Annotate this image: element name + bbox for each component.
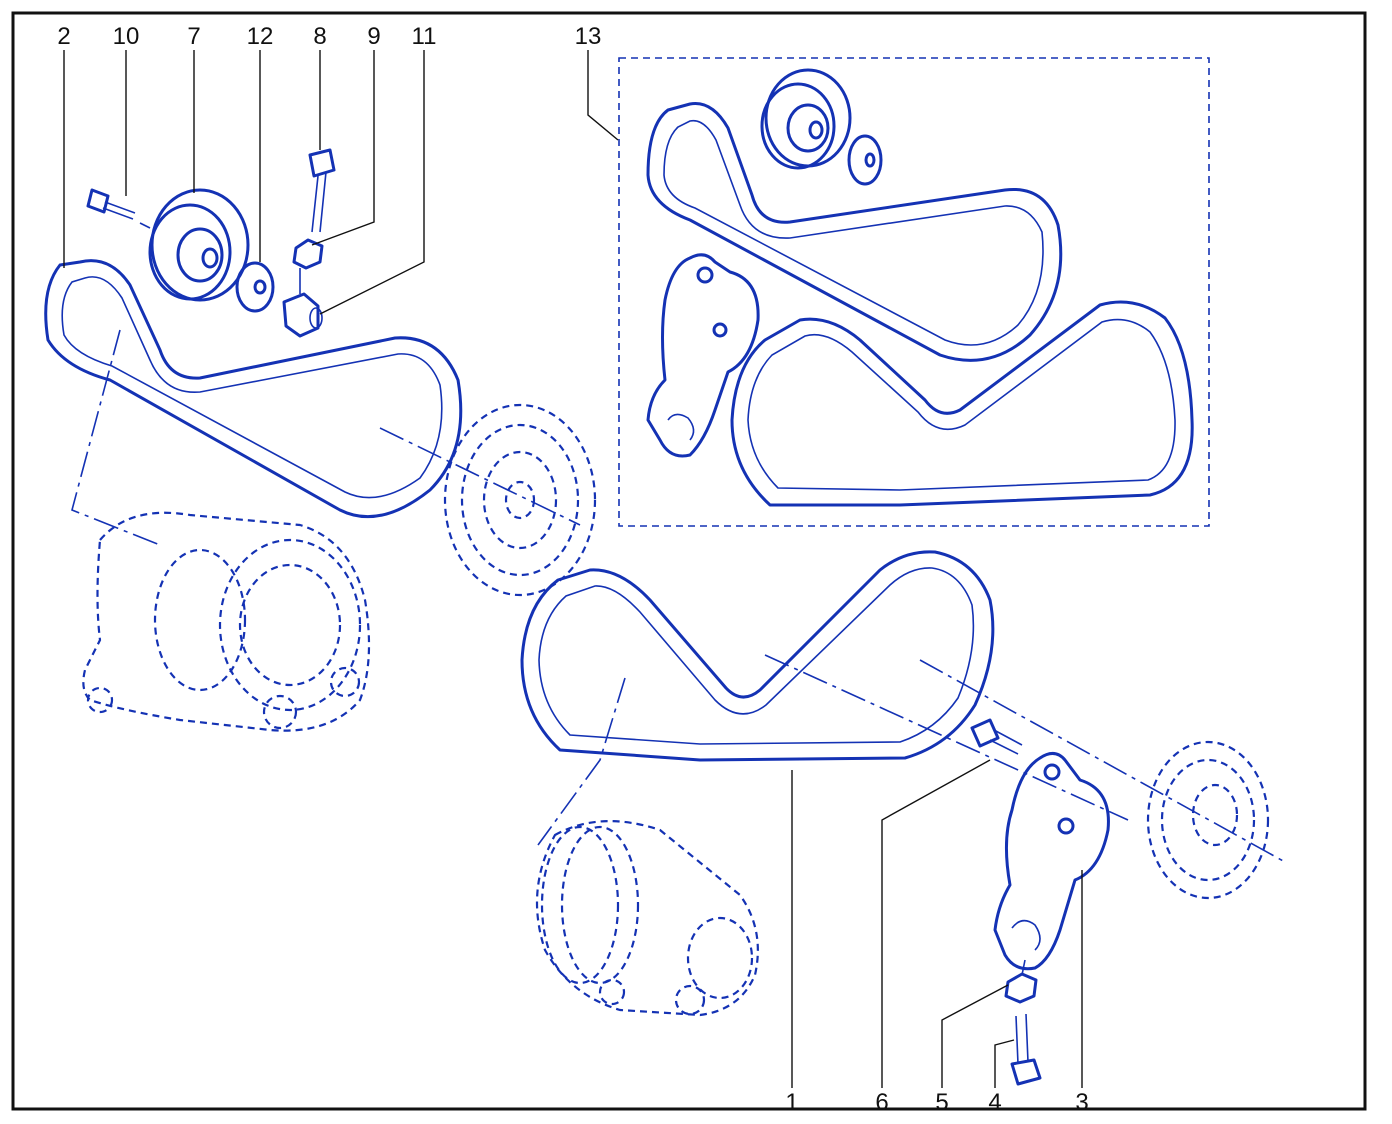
- belt-upper-left: [44, 259, 463, 519]
- axis-bolt-10: [139, 222, 151, 229]
- callout-11: 11: [412, 23, 437, 50]
- axis-tensioner: [764, 654, 1129, 821]
- bolt-8: [308, 148, 336, 233]
- ac-compressor: [535, 820, 759, 1017]
- crank-pulley-left: [443, 403, 597, 597]
- alternator: [82, 511, 371, 732]
- axis-nut-5: [1021, 959, 1026, 976]
- callout-2: 2: [57, 23, 70, 50]
- leader-lines: [63, 50, 1083, 1088]
- kit-tensioner: [646, 253, 760, 458]
- diagram-frame: [11, 11, 1367, 1111]
- axis-crank-left: [379, 427, 581, 526]
- idler-pulley-7: [148, 188, 250, 302]
- belt-1: [520, 550, 995, 762]
- callout-10: 10: [113, 23, 140, 50]
- callout-3: 3: [1075, 1089, 1088, 1116]
- callout-8: 8: [313, 23, 326, 50]
- kit-belt-upper: [646, 102, 1063, 362]
- callout-9: 9: [367, 23, 380, 50]
- spacer-11: [282, 292, 323, 338]
- tensioner-3: [993, 752, 1110, 971]
- kit-washer: [847, 134, 883, 186]
- washer-12: [235, 261, 275, 313]
- axis-alternator: [71, 329, 161, 546]
- kit-belt-lower: [730, 300, 1194, 507]
- callout-5: 5: [935, 1089, 948, 1116]
- nut-9: [292, 238, 324, 270]
- crank-pulley-right: [1146, 740, 1270, 900]
- bolt-6: [970, 718, 1023, 755]
- callout-1: 1: [785, 1089, 798, 1116]
- nut-5: [1004, 972, 1038, 1004]
- callout-7: 7: [187, 23, 200, 50]
- axis-crank-right: [919, 659, 1286, 863]
- bolt-4: [1010, 1013, 1042, 1086]
- callout-13: 13: [575, 23, 602, 50]
- callout-6: 6: [875, 1089, 888, 1116]
- callout-12: 12: [247, 23, 274, 50]
- kit-inset-box: [618, 57, 1210, 527]
- callout-4: 4: [988, 1089, 1001, 1116]
- bolt-10: [86, 188, 136, 220]
- kit-idler-pulley: [760, 68, 852, 170]
- axis-compressor: [537, 677, 626, 846]
